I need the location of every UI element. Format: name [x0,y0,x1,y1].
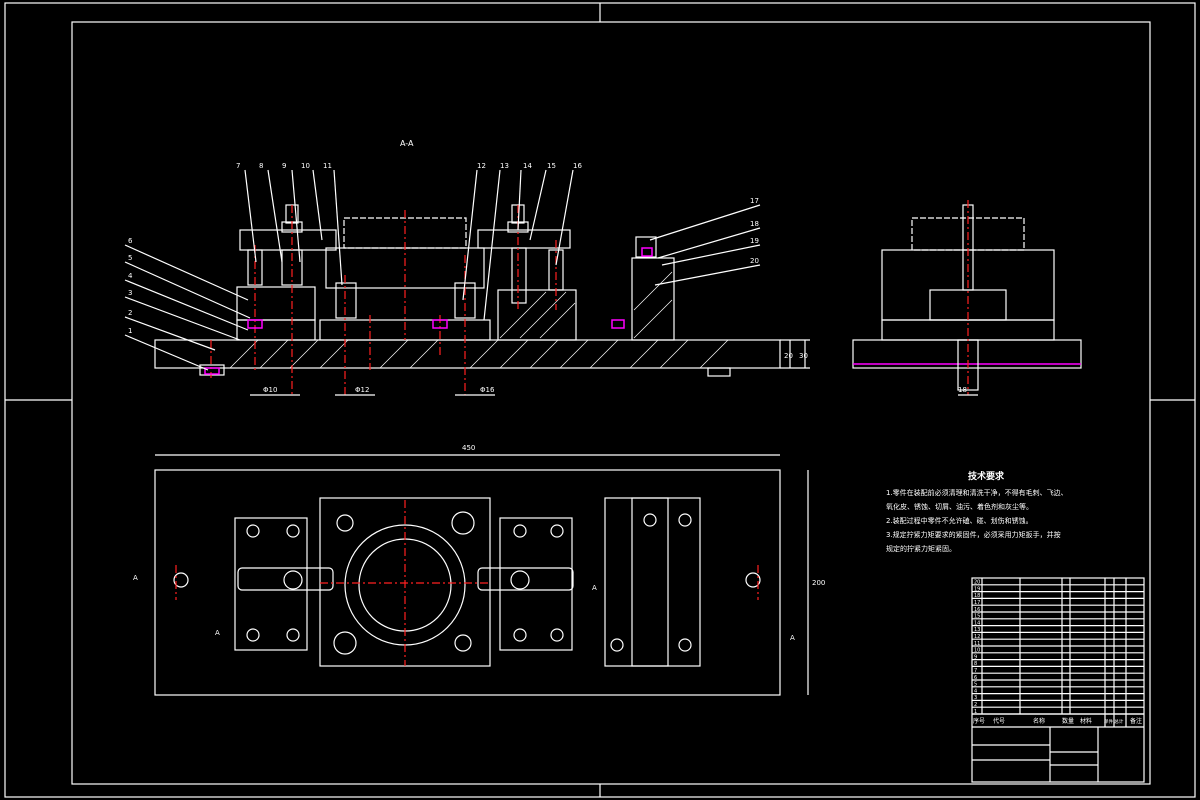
svg-text:序号: 序号 [973,717,985,725]
section-label: A-A [400,139,414,148]
svg-text:10: 10 [301,162,310,170]
tech-req-line: 1.零件在装配前必须清理和清洗干净，不得有毛刺、飞边、 [886,489,1068,497]
parts-row-number: 15 [974,614,980,620]
svg-text:14: 14 [523,162,532,170]
svg-text:单件 总计: 单件 总计 [1104,718,1124,725]
section-markers: A A A A [133,574,795,642]
svg-text:4: 4 [128,272,133,280]
parts-row-number: 5 [974,682,977,688]
dim-overall-length: 450 [462,444,475,452]
parts-row-number: 2 [974,702,977,708]
dim-fit-3: Φ16 [480,386,495,394]
svg-text:备注: 备注 [1130,717,1142,725]
svg-text:5: 5 [128,254,132,262]
svg-text:6: 6 [128,237,133,245]
svg-text:17: 17 [750,197,759,205]
tech-req-line: 氧化皮、锈蚀、切屑、油污、着色剂和灰尘等。 [886,503,1033,511]
dim-height-2: 30 [799,352,808,360]
section-view: Φ10 Φ12 Φ16 20 30 [154,204,810,396]
svg-text:2: 2 [128,309,132,317]
tech-req-line: 3.规定拧紧力矩要求的紧固件，必须采用力矩扳手，并按 [886,531,1061,539]
svg-text:13: 13 [500,162,509,170]
outer-frame [4,2,1196,798]
svg-text:A: A [133,574,138,582]
dim-fit-2: Φ12 [355,386,369,394]
parts-row-number: 10 [974,648,980,654]
svg-text:19: 19 [750,237,759,245]
parts-row-number: 17 [974,600,980,606]
parts-row-number: 3 [974,695,977,701]
tech-req-line: 2.装配过程中零件不允许磕、碰、划伤和锈蚀。 [886,517,1033,525]
svg-text:9: 9 [282,162,286,170]
parts-row-number: 20 [974,580,980,586]
svg-text:名称: 名称 [1033,717,1045,725]
leader-lines [124,169,761,371]
svg-text:代号: 代号 [993,717,1005,725]
technical-requirements: 技术要求 1.零件在装配前必须清理和清洗干净，不得有毛刺、飞边、 氧化皮、锈蚀、… [886,470,1086,556]
svg-text:A: A [215,629,220,637]
tech-req-title: 技术要求 [967,472,1004,482]
parts-row-number: 1 [974,709,977,715]
plan-view [154,454,809,696]
inner-frame [71,21,1151,785]
svg-text:数量: 数量 [1062,717,1074,725]
parts-row-number: 18 [974,593,980,599]
dim-fit-1: Φ10 [263,386,277,394]
svg-text:12: 12 [477,162,486,170]
parts-row-number: 9 [974,654,977,660]
parts-row-number: 19 [974,586,980,592]
svg-text:7: 7 [236,162,240,170]
centering-marks [5,3,1195,797]
dim-height-1: 20 [784,352,793,360]
svg-text:20: 20 [750,257,759,265]
parts-row-number: 13 [974,627,980,633]
parts-row-number: 4 [974,688,977,694]
parts-row-number: 7 [974,668,977,674]
side-view: 18 [852,200,1082,396]
parts-row-number: 12 [974,634,980,640]
svg-text:8: 8 [259,162,263,170]
svg-text:材料: 材料 [1080,717,1092,725]
svg-text:3: 3 [128,289,132,297]
parts-row-number: 6 [974,675,977,681]
svg-text:15: 15 [547,162,556,170]
svg-text:11: 11 [323,162,332,170]
parts-row-number: 16 [974,607,980,613]
part-callouts: 6 5 4 3 2 1 7 8 9 10 11 12 13 14 15 16 1… [128,162,759,335]
svg-text:A: A [592,584,597,592]
parts-list-header: 序号 代号 名称 数量 材料 单件 总计 备注 [973,717,1142,725]
tech-req-line: 规定的拧紧力矩紧固。 [886,545,956,553]
parts-row-number: 14 [974,620,980,626]
parts-row-number: 8 [974,661,977,667]
dim-overall-width: 200 [812,579,825,587]
svg-text:1: 1 [128,327,132,335]
parts-row-number: 11 [974,641,980,647]
svg-text:A: A [790,634,795,642]
dim-side: 18 [958,386,967,394]
svg-text:16: 16 [573,162,582,170]
svg-text:18: 18 [750,220,759,228]
